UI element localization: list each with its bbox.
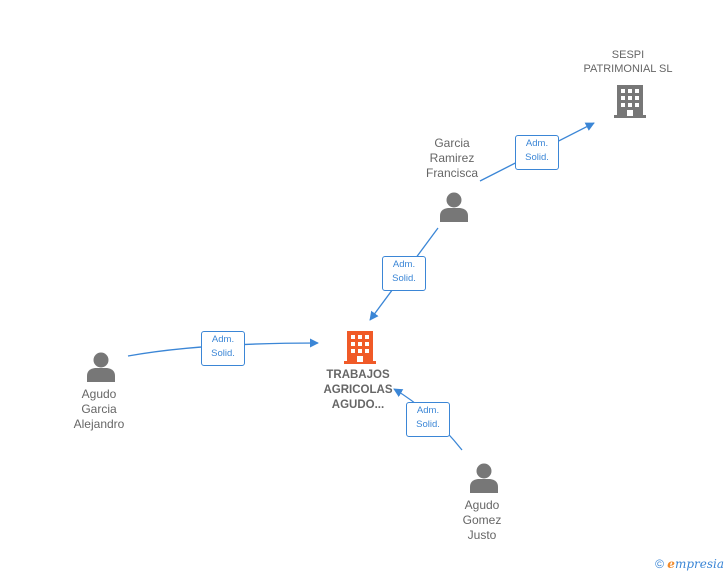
- edge-label-garcia-sespi: Adm. Solid.: [515, 135, 559, 170]
- brand-initial: e: [667, 557, 675, 571]
- edge-label-alejandro-trabajos: Adm. Solid.: [201, 331, 245, 366]
- edge-label-justo-trabajos: Adm. Solid.: [406, 402, 450, 437]
- brand-rest: mpresia: [674, 557, 724, 571]
- person-icon[interactable]: [87, 352, 115, 382]
- node-label-sespi: SESPI PATRIMONIAL SL: [583, 49, 673, 75]
- edge-label-garcia-trabajos: Adm. Solid.: [382, 256, 426, 291]
- copyright-symbol: ©: [655, 557, 664, 571]
- node-label-trabajos[interactable]: TRABAJOS AGRICOLAS AGUDO...: [323, 369, 393, 411]
- node-label-alejandro: Agudo Garcia Alejandro: [73, 387, 125, 431]
- node-label-justo: Agudo Gomez Justo: [462, 498, 502, 542]
- node-label-garcia: Garcia Ramirez Francisca: [425, 136, 478, 180]
- person-icon[interactable]: [440, 192, 468, 222]
- building-icon[interactable]: [344, 330, 376, 364]
- building-icon[interactable]: [614, 84, 646, 118]
- person-icon[interactable]: [470, 463, 498, 493]
- empresia-logo: © empresia: [655, 557, 724, 571]
